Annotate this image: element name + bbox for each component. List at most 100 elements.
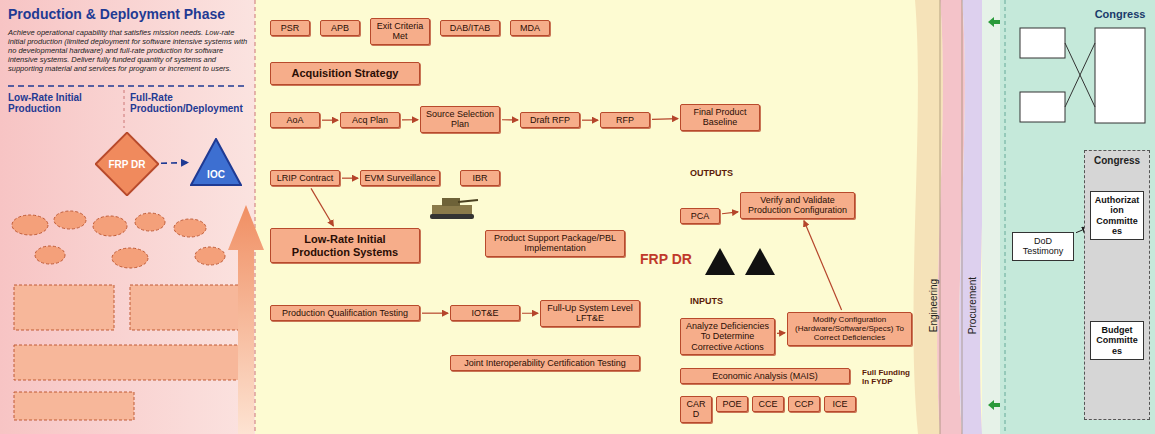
phase-label: Full-Rate Production/Deployment [130, 92, 250, 114]
process-box: Full-Up System Level LFT&E [540, 300, 640, 327]
node-label: POE [720, 399, 744, 409]
node-label: FRP DR [108, 159, 145, 170]
green-arrow [988, 400, 1000, 410]
node-label: IBR [464, 173, 496, 183]
node-label: Joint Interoperability Certification Tes… [454, 358, 636, 368]
band-line [962, 0, 963, 434]
process-box: IBR [460, 170, 500, 186]
process-box: Modify Configuration (Hardware/Software/… [787, 312, 912, 346]
connector [402, 119, 418, 120]
process-box: DoD Testimony [1012, 232, 1074, 261]
node-label: Draft RFP [524, 115, 576, 125]
phase-description: Achieve operational capability that sati… [8, 28, 248, 73]
process-box: POE [716, 396, 748, 412]
process-box: IOT&E [450, 305, 520, 321]
node-label: DoD Testimony [1016, 236, 1070, 257]
node-label: Acquisition Strategy [275, 67, 415, 80]
decision-diamond: FRP DR [95, 132, 159, 196]
blank-box [1095, 28, 1145, 123]
flow-line [1065, 43, 1095, 107]
activity-boxes [14, 285, 240, 420]
node-label: Analyze Deficiencies To Determine Correc… [684, 321, 771, 352]
node-label: Final Product Baseline [684, 107, 756, 128]
node-label: EVM Surveillance [364, 173, 436, 183]
node-label: Production Qualification Testing [274, 308, 416, 318]
band-border [255, 0, 256, 434]
blank-box [1020, 92, 1065, 122]
band-line [1005, 0, 1006, 434]
process-box: MDA [510, 20, 550, 36]
node-label: Full-Up System Level LFT&E [544, 303, 636, 324]
phase-arrow [228, 205, 264, 434]
process-box: EVM Surveillance [360, 170, 440, 186]
node-label: CCP [792, 399, 816, 409]
node-label: Economic Analysis (MAIS) [684, 371, 846, 381]
activity-ovals [12, 211, 225, 268]
process-box: Final Product Baseline [680, 104, 760, 131]
node-label: LRIP Contract [274, 173, 336, 183]
process-box: CCE [752, 396, 784, 412]
group-panel: CongressAuthorization CommitteesBudget C… [1084, 150, 1150, 420]
connector [804, 221, 842, 310]
node-label: Budget Committees [1094, 325, 1140, 356]
milestone-triangle: IOC [190, 138, 242, 186]
connector [322, 120, 338, 121]
section-label: OUTPUTS [690, 168, 770, 178]
node-label: AoA [274, 115, 316, 125]
node-label: IOT&E [454, 308, 516, 318]
process-box: Joint Interoperability Certification Tes… [450, 355, 640, 371]
node-label: Verify and Validate Production Configura… [744, 195, 851, 216]
node-label: APB [324, 23, 356, 33]
phase-label: Low-Rate Initial Production [8, 92, 120, 114]
funding-note: Full Funding In FYDP [862, 368, 910, 386]
node-label: Exit Criteria Met [374, 21, 426, 42]
process-box: Analyze Deficiencies To Determine Correc… [680, 318, 775, 355]
congress-band [1000, 0, 1155, 434]
section-label: INPUTS [690, 296, 770, 306]
band-label: Procurement [967, 271, 978, 341]
node-label: RFP [604, 115, 646, 125]
process-box: Authorization Committees [1090, 191, 1144, 240]
process-box: CCP [788, 396, 820, 412]
node-label: PSR [274, 23, 306, 33]
process-box: RFP [600, 112, 650, 128]
process-box: LRIP Contract [270, 170, 340, 186]
band-label: Engineering [928, 271, 939, 341]
milestone-triangle [705, 248, 775, 275]
node-label: Source Selection Plan [424, 109, 496, 130]
node-label: CCE [756, 399, 780, 409]
node-label: Low-Rate Initial Production Systems [275, 233, 415, 258]
flow-band [959, 0, 984, 434]
band-line [940, 0, 941, 434]
connector [502, 119, 518, 120]
process-box: Economic Analysis (MAIS) [680, 368, 850, 384]
connector [522, 313, 538, 314]
connector [161, 162, 188, 164]
connector [722, 212, 738, 214]
node-label: DAB/ITAB [444, 23, 496, 33]
group-label: Congress [1088, 8, 1152, 20]
node-label: Product Support Package/PBL Implementati… [489, 233, 621, 254]
process-box: Budget Committees [1090, 321, 1144, 360]
diagram-title: Production & Deployment Phase [8, 6, 253, 22]
process-box: Product Support Package/PBL Implementati… [485, 230, 625, 257]
node-label: IOC [207, 169, 225, 180]
node-label: Modify Configuration (Hardware/Software/… [791, 315, 908, 343]
blank-box [1020, 28, 1065, 58]
process-box: Exit Criteria Met [370, 18, 430, 45]
connector [311, 188, 333, 226]
phase-divider [124, 90, 125, 128]
connector [652, 118, 678, 120]
process-box: Acquisition Strategy [270, 62, 420, 85]
flow-band [982, 0, 1000, 434]
node-label: Authorization Committees [1094, 195, 1140, 236]
connector [342, 178, 358, 179]
process-box: Low-Rate Initial Production Systems [270, 228, 420, 263]
green-arrow [988, 17, 1000, 27]
process-box: Production Qualification Testing [270, 305, 420, 321]
milestone-label: FRP DR [640, 252, 700, 266]
process-box: Acq Plan [340, 112, 400, 128]
process-box: ICE [824, 396, 856, 412]
flow-line [1065, 43, 1095, 107]
connector [422, 313, 448, 314]
